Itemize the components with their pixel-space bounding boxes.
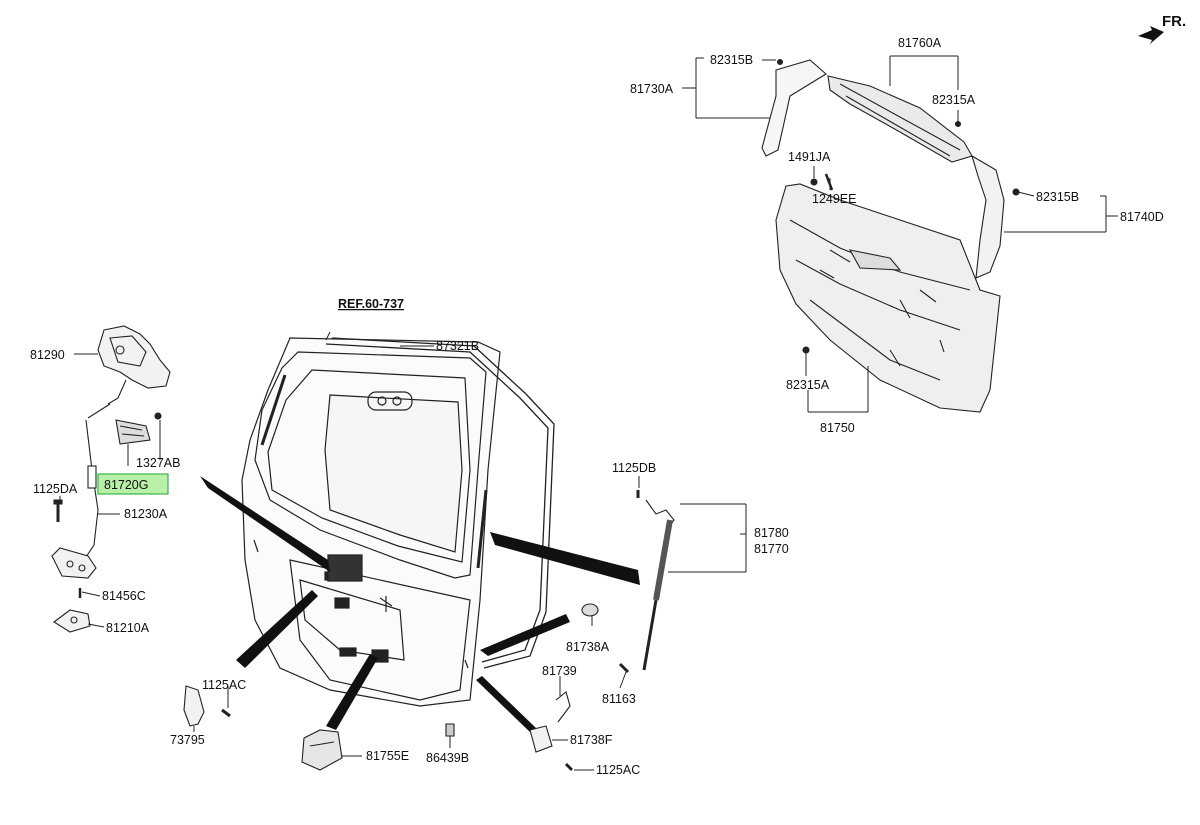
label-81230A: 81230A (124, 507, 168, 521)
highlighted-part-81720G[interactable]: 81720G (97, 473, 169, 495)
label-81755E: 81755E (366, 749, 409, 763)
label-81210A: 81210A (106, 621, 150, 635)
label-1125AC-right: 1125AC (596, 763, 640, 777)
label-82315A-bottom: 82315A (786, 378, 830, 392)
part-labels: REF.60-737 81290 1327AB 81720G 1125DA 81… (30, 36, 1164, 777)
label-73795: 73795 (170, 733, 205, 747)
label-81738A: 81738A (566, 640, 610, 654)
front-direction-indicator: FR. (1138, 13, 1186, 44)
label-81770: 81770 (754, 542, 789, 556)
label-1125DB: 1125DB (612, 461, 656, 475)
label-82315A-top: 82315A (932, 93, 976, 107)
leader-lines (59, 55, 1118, 771)
label-87321B: 87321B (436, 339, 479, 353)
label-81780: 81780 (754, 526, 789, 540)
weatherstrip-87321B (325, 337, 555, 669)
label-1125AC-left: 1125AC (202, 678, 246, 692)
front-label: FR. (1162, 13, 1186, 30)
tailgate-assembly (241, 337, 501, 707)
label-1125DA: 1125DA (33, 482, 78, 496)
gas-strut-assembly (529, 490, 675, 772)
label-81750: 81750 (820, 421, 855, 435)
front-arrow-icon (1138, 26, 1164, 44)
latch-assembly (51, 325, 171, 633)
label-81163: 81163 (602, 692, 636, 706)
label-81740D: 81740D (1120, 210, 1164, 224)
label-81456C: 81456C (102, 589, 146, 603)
label-81730A: 81730A (630, 82, 674, 96)
trim-panel-assembly (761, 58, 1020, 413)
label-1249EE: 1249EE (812, 192, 856, 206)
reference-label: REF.60-737 (338, 297, 404, 311)
label-86439B: 86439B (426, 751, 469, 765)
label-82315B-top: 82315B (710, 53, 753, 67)
lower-parts (183, 685, 455, 771)
label-81739: 81739 (542, 664, 577, 678)
label-1491JA: 1491JA (788, 150, 831, 164)
label-81738F: 81738F (570, 733, 613, 747)
label-81290: 81290 (30, 348, 65, 362)
label-82315B-right: 82315B (1036, 190, 1079, 204)
label-81720G: 81720G (104, 478, 148, 492)
label-1327AB: 1327AB (136, 456, 180, 470)
leader-sweeps (200, 476, 640, 734)
label-81760A: 81760A (898, 36, 942, 50)
